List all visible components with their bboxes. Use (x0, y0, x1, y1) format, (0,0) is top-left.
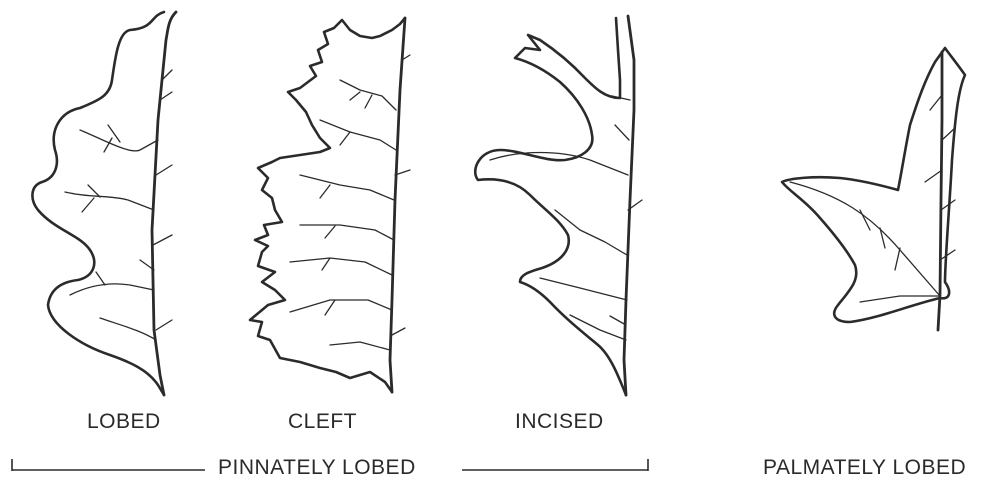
lobed-outline (32, 12, 164, 395)
incised-label: INCISED (515, 410, 604, 434)
palmate-midrib (938, 52, 942, 330)
incised-outline (475, 18, 626, 395)
cleft-outline (250, 18, 405, 392)
lobed-leaf-drawing (32, 12, 176, 395)
pinnately-lobed-label: PINNATELY LOBED (218, 456, 416, 480)
cleft-midrib (390, 18, 405, 392)
incised-midrib (624, 16, 634, 395)
cleft-label: CLEFT (288, 410, 357, 434)
cleft-leaf-drawing (250, 18, 410, 392)
palmately-lobed-label: PALMATELY LOBED (763, 456, 966, 480)
lobed-midrib (152, 12, 176, 395)
palmate-outline (782, 48, 965, 322)
palmate-leaf-drawing (782, 48, 965, 330)
incised-leaf-drawing (475, 16, 642, 395)
lobed-label: LOBED (87, 410, 161, 434)
